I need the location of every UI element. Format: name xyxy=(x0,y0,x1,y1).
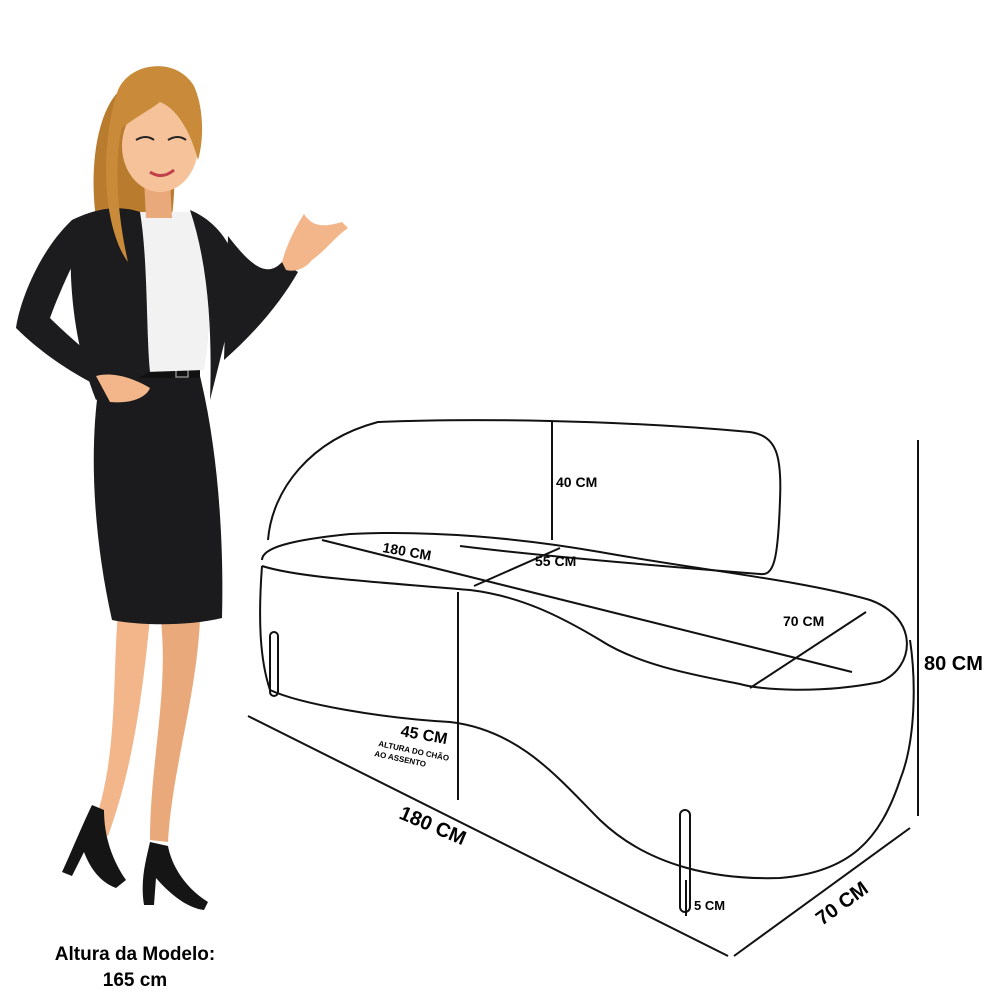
sofa-seat-top xyxy=(261,531,908,691)
sofa-front-face xyxy=(259,565,915,880)
jacket-right xyxy=(190,210,236,400)
shoe-left xyxy=(62,805,126,888)
label-seat-depth-back: 55 CM xyxy=(535,553,576,569)
label-seat-length: 180 CM xyxy=(381,539,432,563)
dim-line-overall-length xyxy=(247,715,729,957)
arm-right xyxy=(224,236,298,360)
hand-right xyxy=(282,214,348,271)
jacket-left xyxy=(70,208,150,400)
label-seat-depth-right: 70 CM xyxy=(783,613,824,629)
model-woman-illustration xyxy=(16,66,348,910)
sofa-outline xyxy=(259,419,915,880)
dim-line-overall-depth xyxy=(733,827,911,957)
arm-left xyxy=(16,220,108,386)
hand-left xyxy=(96,374,150,403)
dimension-lines xyxy=(247,422,919,957)
sofa-backrest xyxy=(267,419,782,576)
dim-line-seat-depth-right xyxy=(749,611,867,689)
shoe-right xyxy=(142,842,208,910)
eye-left xyxy=(135,136,155,141)
belt xyxy=(112,368,200,378)
label-overall-depth: 70 CM xyxy=(812,878,873,930)
eye-right xyxy=(167,136,187,141)
shirt xyxy=(137,212,210,372)
hair-front xyxy=(105,66,203,262)
skirt xyxy=(93,376,223,625)
mouth xyxy=(149,168,175,177)
dim-line-seat-depth-back xyxy=(473,547,561,587)
model-height-caption: Altura da Modelo: 165 cm xyxy=(10,942,260,994)
leg-left xyxy=(92,610,150,836)
face xyxy=(122,100,198,192)
model-caption-line2: 165 cm xyxy=(102,970,168,991)
dimension-labels: 40 CM 180 CM 55 CM 70 CM 80 CM 45 CM ALT… xyxy=(374,474,983,930)
sofa-leg-left xyxy=(269,631,279,697)
label-overall-length: 180 CM xyxy=(396,802,469,850)
leg-right xyxy=(150,612,200,842)
label-leg-height: 5 CM xyxy=(694,898,725,913)
label-backrest-height: 40 CM xyxy=(556,474,597,490)
sofa-legs xyxy=(269,631,691,913)
model-caption-line1: Altura da Modelo: xyxy=(54,944,216,965)
label-total-height: 80 CM xyxy=(924,653,983,675)
dim-line-seat-length xyxy=(321,539,853,673)
